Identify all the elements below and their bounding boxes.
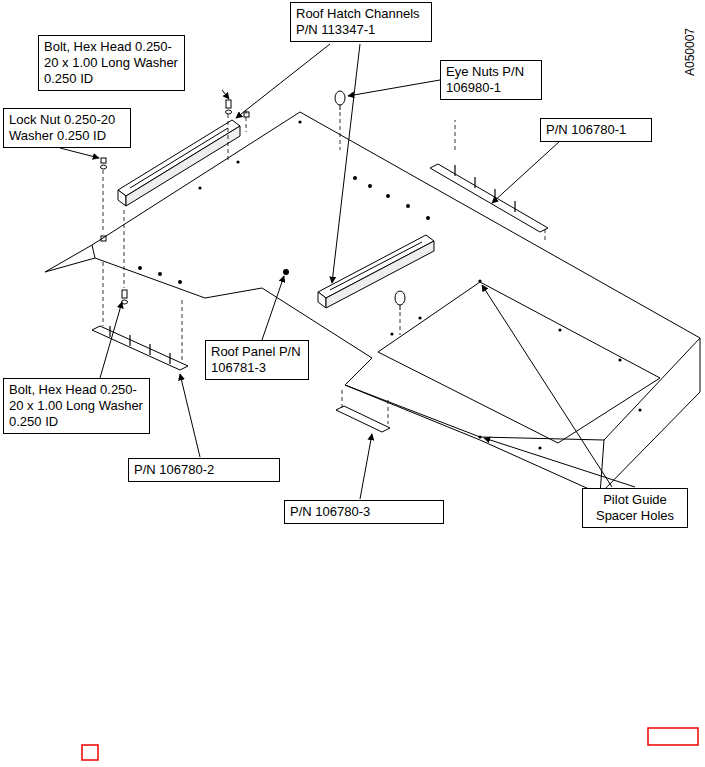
callout-text: Lock Nut 0.250-20 Washer 0.250 ID xyxy=(9,112,125,144)
callout-box: P/N 106780-2 xyxy=(128,458,280,482)
callout-box: Roof Panel P/N 106781-3 xyxy=(205,340,309,380)
roof-hatch-channel xyxy=(118,120,240,206)
callout-text: P/N 106780-3 xyxy=(290,504,438,520)
plate-106780-2 xyxy=(92,326,188,370)
callout-box: Bolt, Hex Head 0.250-20 x 1.00 Long Wash… xyxy=(38,35,185,91)
hatch-opening xyxy=(378,282,660,443)
callout-text: Pilot Guide Spacer Holes xyxy=(588,492,682,524)
eye-nut xyxy=(395,291,405,310)
plate-106780-1 xyxy=(430,164,548,232)
page-mark xyxy=(82,745,98,760)
callout-box: Eye Nuts P/N 106980-1 xyxy=(440,60,542,100)
page-mark xyxy=(648,728,698,745)
callout-text: P/N 106780-1 xyxy=(546,122,646,138)
eye-nut xyxy=(335,91,345,110)
roof-panel xyxy=(45,112,700,494)
callout-text: Roof Hatch Channels P/N 113347-1 xyxy=(296,6,426,38)
callout-box: Pilot Guide Spacer Holes xyxy=(582,488,688,528)
plate-106780-3 xyxy=(336,406,390,432)
callout-text: Bolt, Hex Head 0.250-20 x 1.00 Long Wash… xyxy=(44,39,179,87)
callout-box: Bolt, Hex Head 0.250-20 x 1.00 Long Wash… xyxy=(3,378,150,434)
callout-text: Bolt, Hex Head 0.250-20 x 1.00 Long Wash… xyxy=(9,382,144,430)
drawing-number: A050007 xyxy=(683,28,697,76)
callout-text: P/N 106780-2 xyxy=(134,462,274,478)
callout-box: P/N 106780-3 xyxy=(284,500,444,524)
callout-box: P/N 106780-1 xyxy=(540,118,652,142)
callout-box: Lock Nut 0.250-20 Washer 0.250 ID xyxy=(3,108,131,148)
callout-text: Eye Nuts P/N 106980-1 xyxy=(446,64,536,96)
callout-box: Roof Hatch Channels P/N 113347-1 xyxy=(290,2,432,42)
roof-hatch-channel xyxy=(318,235,434,308)
callout-text: Roof Panel P/N 106781-3 xyxy=(211,344,303,376)
